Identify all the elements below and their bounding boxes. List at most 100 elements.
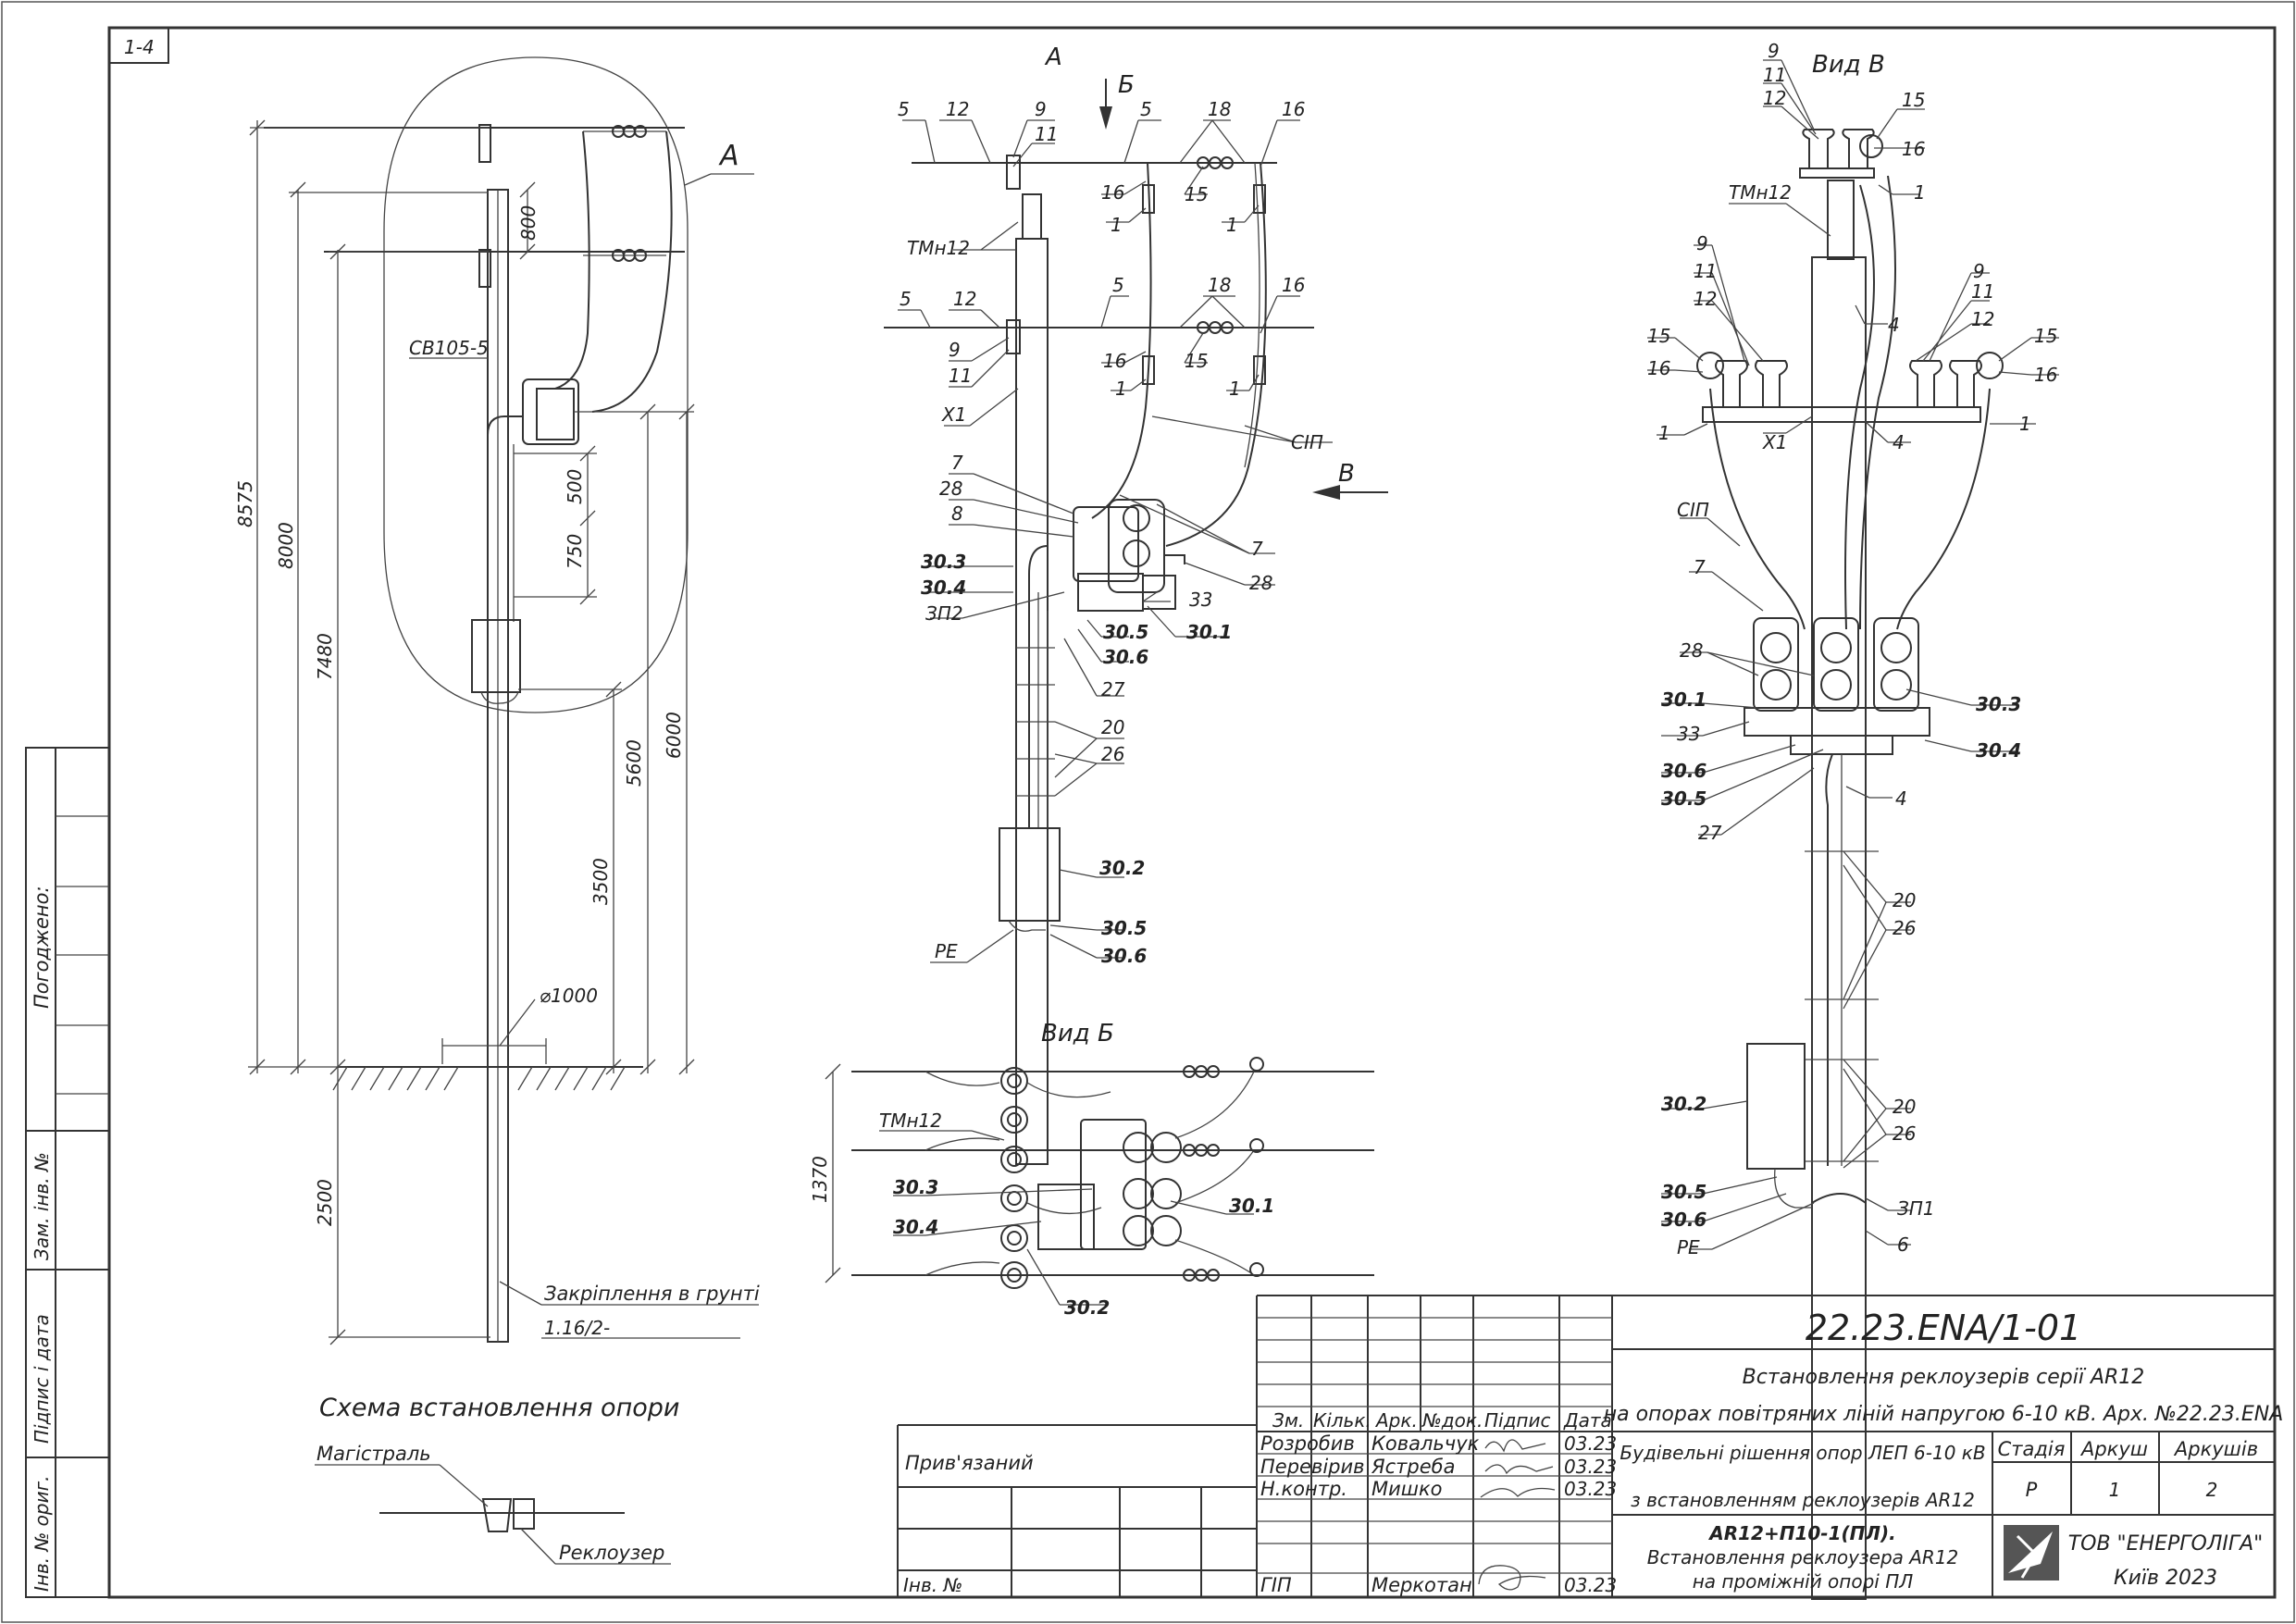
label-16b: 16 (1101, 181, 1124, 204)
v-label-16a: 16 (1902, 138, 1925, 160)
v-label-15b: 15 (1647, 325, 1670, 347)
v-label-15c: 15 (2034, 325, 2057, 347)
legend-main: Магістраль (316, 1443, 431, 1465)
tb-role-2: Н.контр. (1260, 1478, 1347, 1500)
tb-name-1: Ястреба (1371, 1456, 1455, 1478)
label-9a: 9 (1035, 98, 1047, 120)
view-v-control-cabinet (1746, 1043, 1806, 1170)
label-30-3: 30.3 (921, 551, 966, 573)
tb-stage: Р (2026, 1479, 2038, 1501)
label-tmn12: ТМн12 (907, 237, 970, 259)
v-label-1c: 1 (2019, 413, 2031, 435)
v-label-11b: 11 (1694, 260, 1717, 282)
v-label-tmn12: ТМн12 (1729, 181, 1792, 204)
installation-scheme: А (234, 56, 760, 1565)
tb-company: ТОВ "ЕНЕРГОЛІГА" (2068, 1532, 2264, 1556)
v-label-11a: 11 (1763, 64, 1786, 86)
label-30-2: 30.2 (1099, 857, 1145, 879)
tb-subject-line1: Будівельні рішення опор ЛЕП 6-10 кВ (1620, 1442, 1985, 1464)
tb-date-1: 03.23 (1564, 1456, 1617, 1478)
v-label-27: 27 (1698, 822, 1722, 844)
label-8: 8 (951, 502, 963, 525)
tb-col-ark: Арк. (1374, 1409, 1418, 1432)
label-28a: 28 (939, 477, 962, 500)
dim-6000: 6000 (663, 712, 685, 759)
stamp-replace-inv: Зам. інв. № (31, 1152, 53, 1260)
v-label-30-5b: 30.5 (1661, 1181, 1706, 1203)
label-1d: 1 (1229, 378, 1241, 400)
label-7b: 7 (1251, 538, 1263, 560)
tb-col-pidpys: Підпис (1484, 1409, 1551, 1432)
tb-col-ndok: №док. (1421, 1409, 1483, 1432)
label-30-5b: 30.5 (1101, 917, 1147, 939)
v-label-30-2: 30.2 (1661, 1093, 1706, 1115)
ground-fix-code: 1.16/2- (544, 1317, 610, 1339)
side-control-cabinet (999, 827, 1061, 922)
tb-date-2: 03.23 (1564, 1478, 1617, 1500)
label-28b: 28 (1249, 572, 1272, 594)
v-label-26a: 26 (1893, 917, 1916, 939)
v-label-x1: Х1 (1762, 431, 1787, 453)
label-18a: 18 (1208, 98, 1231, 120)
v-label-30-6: 30.6 (1661, 760, 1706, 782)
legend-recloser: Реклоузер (559, 1542, 664, 1564)
v-label-16c: 16 (2034, 364, 2057, 386)
tb-title-line1: Встановлення реклоузерів серії AR12 (1743, 1366, 2145, 1389)
v-label-30-5: 30.5 (1661, 787, 1706, 810)
label-5d: 5 (1112, 274, 1124, 296)
tb-role-1: Перевірив (1260, 1456, 1365, 1478)
control-cabinet (471, 619, 521, 693)
label-9b: 9 (949, 339, 961, 361)
v-label-9a: 9 (1768, 40, 1780, 62)
label-30-5a: 30.5 (1103, 621, 1148, 643)
tb-col-zm: Зм. (1272, 1409, 1304, 1432)
sheet-ref-box (108, 27, 169, 64)
tb-city-year: Київ 2023 (2114, 1567, 2217, 1590)
view-b-30-4: 30.4 (893, 1216, 938, 1238)
main-frame (107, 26, 2277, 1599)
tb-name-3: Меркотан (1371, 1574, 1472, 1596)
label-15a: 15 (1185, 183, 1208, 205)
label-15b: 15 (1185, 350, 1208, 372)
label-18b: 18 (1208, 274, 1231, 296)
tb-doc-code: 22.23.ENA/1-01 (1806, 1308, 2081, 1348)
dim-500: 500 (564, 469, 586, 504)
tb-subject-line2: з встановленням реклоузерів AR12 (1631, 1489, 1975, 1511)
v-label-9b: 9 (1696, 232, 1708, 254)
label-sip: СІП (1291, 431, 1323, 453)
view-mark-v: В (1338, 460, 1355, 488)
view-b-30-2: 30.2 (1064, 1296, 1110, 1319)
v-label-4c: 4 (1895, 787, 1907, 810)
v-label-pe: РЕ (1677, 1236, 1700, 1258)
dim-2500: 2500 (314, 1179, 336, 1226)
v-label-12b: 12 (1694, 288, 1717, 310)
dim-8575: 8575 (234, 480, 256, 527)
label-zp2: ЗП2 (925, 602, 963, 625)
label-12b: 12 (953, 288, 976, 310)
side-view: А Б В (884, 43, 1388, 1165)
label-x1: Х1 (941, 403, 966, 426)
stamp-agreed: Погоджено: (31, 886, 53, 1009)
v-label-15a: 15 (1902, 89, 1925, 111)
label-20: 20 (1101, 716, 1124, 738)
stamp-inv-orig: Інв. № ориг. (31, 1476, 53, 1592)
zone-label-a: А (718, 140, 739, 172)
tb-title-line2: на опорах повітряних ліній напругою 6-10… (1604, 1403, 2284, 1426)
tb-sheets-header: Аркушів (2173, 1438, 2258, 1460)
view-v-pole (1811, 256, 1867, 1600)
v-label-30-4: 30.4 (1976, 739, 2021, 762)
zone-outline (383, 56, 689, 713)
title-block: Зм. Кільк. Арк. №док. Підпис Дата Розроб… (897, 1295, 2284, 1597)
tb-drawing-name-1: AR12+П10-1(ПЛ). (1707, 1522, 1895, 1544)
tb-role-0: Розробив (1260, 1432, 1355, 1455)
view-b: Вид Б 1370 (809, 1020, 1374, 1319)
view-b-tmn: ТМн12 (879, 1110, 942, 1132)
label-1a: 1 (1111, 214, 1123, 236)
label-27: 27 (1101, 678, 1125, 700)
label-11a: 11 (1035, 123, 1058, 145)
tb-date-0: 03.23 (1564, 1432, 1617, 1455)
label-1b: 1 (1226, 214, 1238, 236)
v-label-7: 7 (1694, 556, 1706, 578)
view-mark-b: Б (1118, 71, 1135, 99)
